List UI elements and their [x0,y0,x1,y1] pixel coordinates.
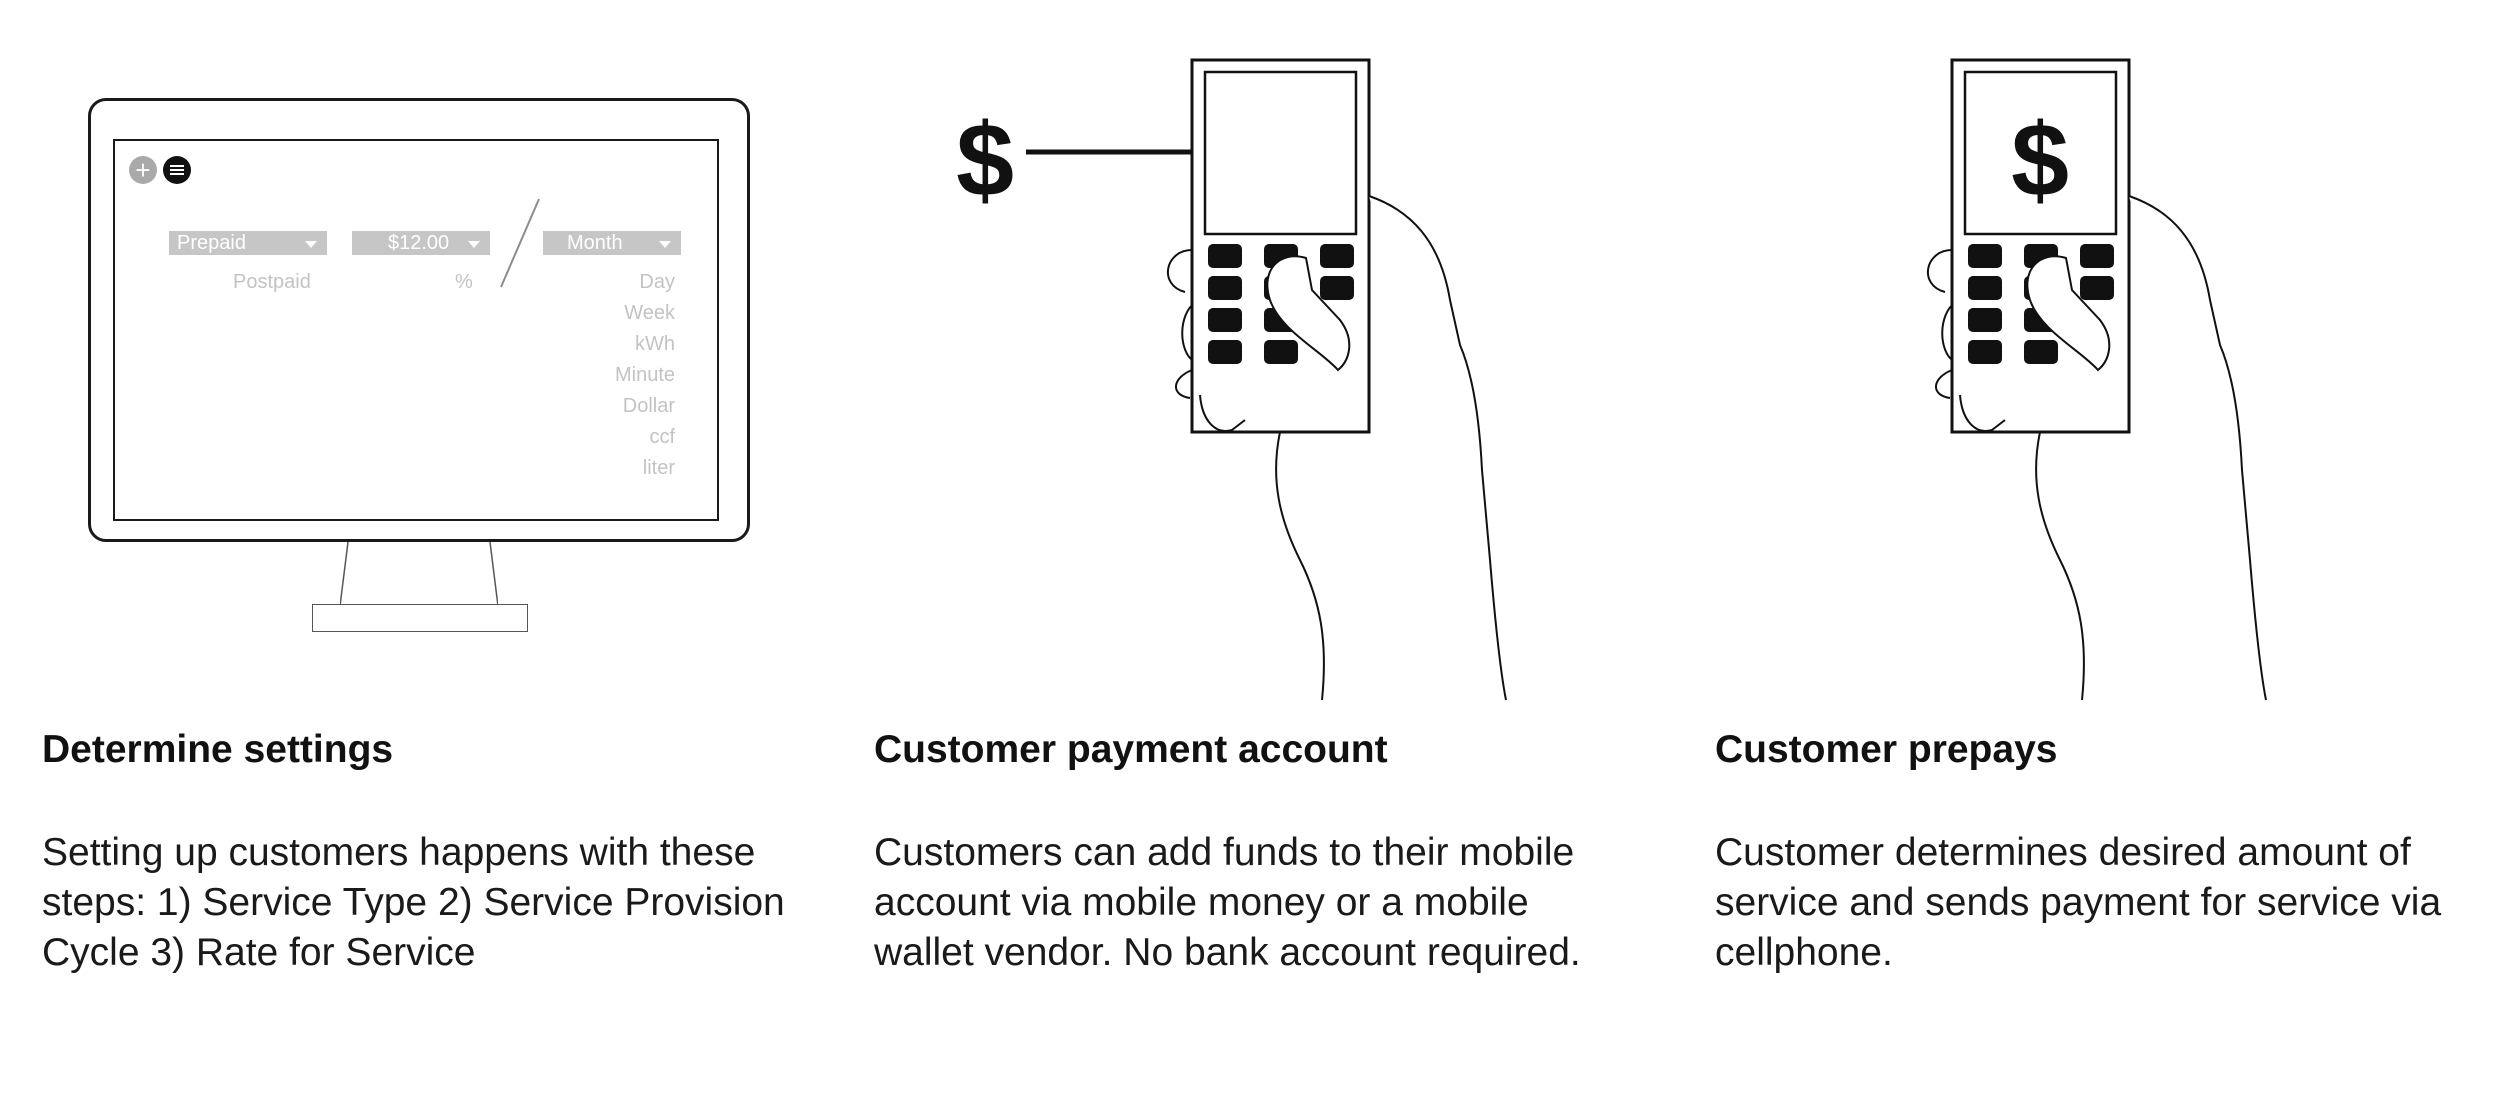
chevron-down-icon [468,241,480,248]
cycle-dropdown[interactable]: Month [543,231,681,255]
monitor-stand-neck [340,542,498,606]
panel-description: Setting up customers happens with these … [42,831,785,974]
cycle-selected: Month [567,232,623,254]
menu-circle-icon[interactable] [163,156,191,184]
payment-illustration: $ [956,58,1507,701]
mobile-phone-icon [1190,58,1371,434]
rate-option[interactable]: % [455,271,473,293]
panel-customer-payment-account: $ [840,0,1640,1105]
service-type-dropdown[interactable]: Prepaid [169,231,327,255]
prepays-illustration: $ [1927,58,2267,701]
monitor-icon: + Prepaid Postpaid $12.00 % [88,98,750,542]
cycle-option[interactable]: Dollar [622,395,675,417]
panel-description: Customer determines desired amount of se… [1715,831,2442,974]
chevron-down-icon [305,241,317,248]
divider-slash [500,198,540,288]
cycle-option[interactable]: kWh [635,333,675,355]
panel-title: Determine settings [42,728,394,771]
monitor-stand-base [312,604,528,632]
cycle-option[interactable]: Minute [614,364,675,386]
chevron-down-icon [659,241,671,248]
panel-description: Customers can add funds to their mobile … [874,831,1581,974]
cycle-option[interactable]: ccf [649,426,675,448]
plus-circle-icon[interactable]: + [129,156,157,184]
panel-title: Customer payment account [874,728,1388,771]
cycle-option[interactable]: liter [642,457,675,479]
hand-icon [1167,195,1507,701]
dollar-sign: $ [956,103,1014,219]
rate-dropdown[interactable]: $12.00 [352,231,490,255]
service-type-option[interactable]: Postpaid [233,271,311,293]
settings-screen: + Prepaid Postpaid $12.00 % [113,139,719,521]
cycle-option[interactable]: Day [639,271,675,293]
rate-selected: $12.00 [388,232,450,254]
hand-icon [1927,195,2267,701]
mobile-phone-icon: $ [1950,58,2131,434]
dollar-sign: $ [2011,103,2069,219]
panel-title: Customer prepays [1715,728,2058,771]
service-type-selected: Prepaid [177,232,246,254]
panel-customer-prepays: $ [1680,0,2480,1105]
panel-determine-settings: + Prepaid Postpaid $12.00 % [0,0,800,1105]
cycle-option[interactable]: Week [624,302,675,324]
